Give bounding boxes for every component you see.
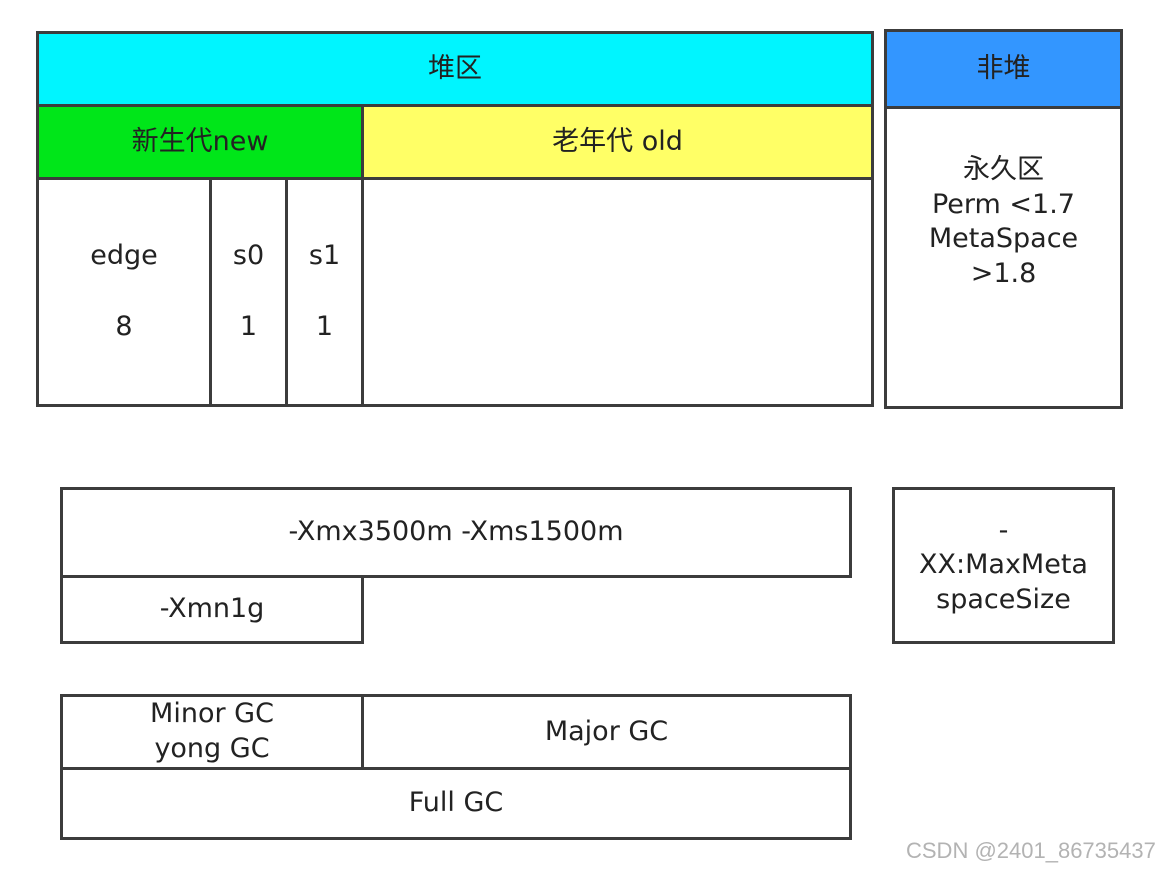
- survivor0-ratio: 1: [239, 311, 258, 342]
- heap-size-label: -Xmx3500m -Xms1500m: [288, 516, 624, 548]
- survivor1-ratio: 1: [315, 311, 334, 342]
- survivor1-name: s1: [308, 240, 341, 272]
- survivor1-cell: s1 1: [285, 177, 364, 407]
- eden-ratio: 8: [115, 311, 133, 342]
- full-gc-cell: Full GC: [60, 767, 852, 840]
- old-gen-label: 老年代 old: [552, 125, 683, 157]
- young-size-param: -Xmn1g: [60, 575, 364, 644]
- young-gen-label: 新生代new: [131, 125, 269, 157]
- nonheap-title: 非堆: [976, 52, 1031, 84]
- heap-size-param: -Xmx3500m -Xms1500m: [60, 487, 852, 578]
- perm-metaspace-label: 永久区 Perm <1.7 MetaSpace >1.8: [928, 154, 1079, 289]
- watermark: CSDN @2401_86735437: [906, 838, 1156, 863]
- old-gen-area: [361, 177, 874, 407]
- young-size-label: -Xmn1g: [159, 593, 265, 625]
- old-gen-header: 老年代 old: [361, 104, 874, 180]
- major-gc-cell: Major GC: [361, 694, 852, 770]
- minor-gc-label: Minor GC yong GC: [150, 698, 274, 764]
- survivor0-cell: s0 1: [209, 177, 288, 407]
- nonheap-header: 非堆: [884, 29, 1123, 109]
- eden-cell: edge 8: [36, 177, 212, 407]
- eden-name: edge: [90, 240, 158, 272]
- perm-metaspace-cell: 永久区 Perm <1.7 MetaSpace >1.8: [884, 106, 1123, 409]
- full-gc-label: Full GC: [408, 787, 504, 819]
- minor-gc-cell: Minor GC yong GC: [60, 694, 364, 770]
- heap-header: 堆区: [36, 31, 874, 107]
- major-gc-label: Major GC: [544, 715, 669, 747]
- survivor0-name: s0: [232, 240, 265, 272]
- heap-title: 堆区: [428, 52, 482, 84]
- metaspace-size-param: - XX:MaxMeta spaceSize: [892, 487, 1115, 644]
- metaspace-size-label: - XX:MaxMeta spaceSize: [919, 514, 1088, 615]
- young-gen-header: 新生代new: [36, 104, 364, 180]
